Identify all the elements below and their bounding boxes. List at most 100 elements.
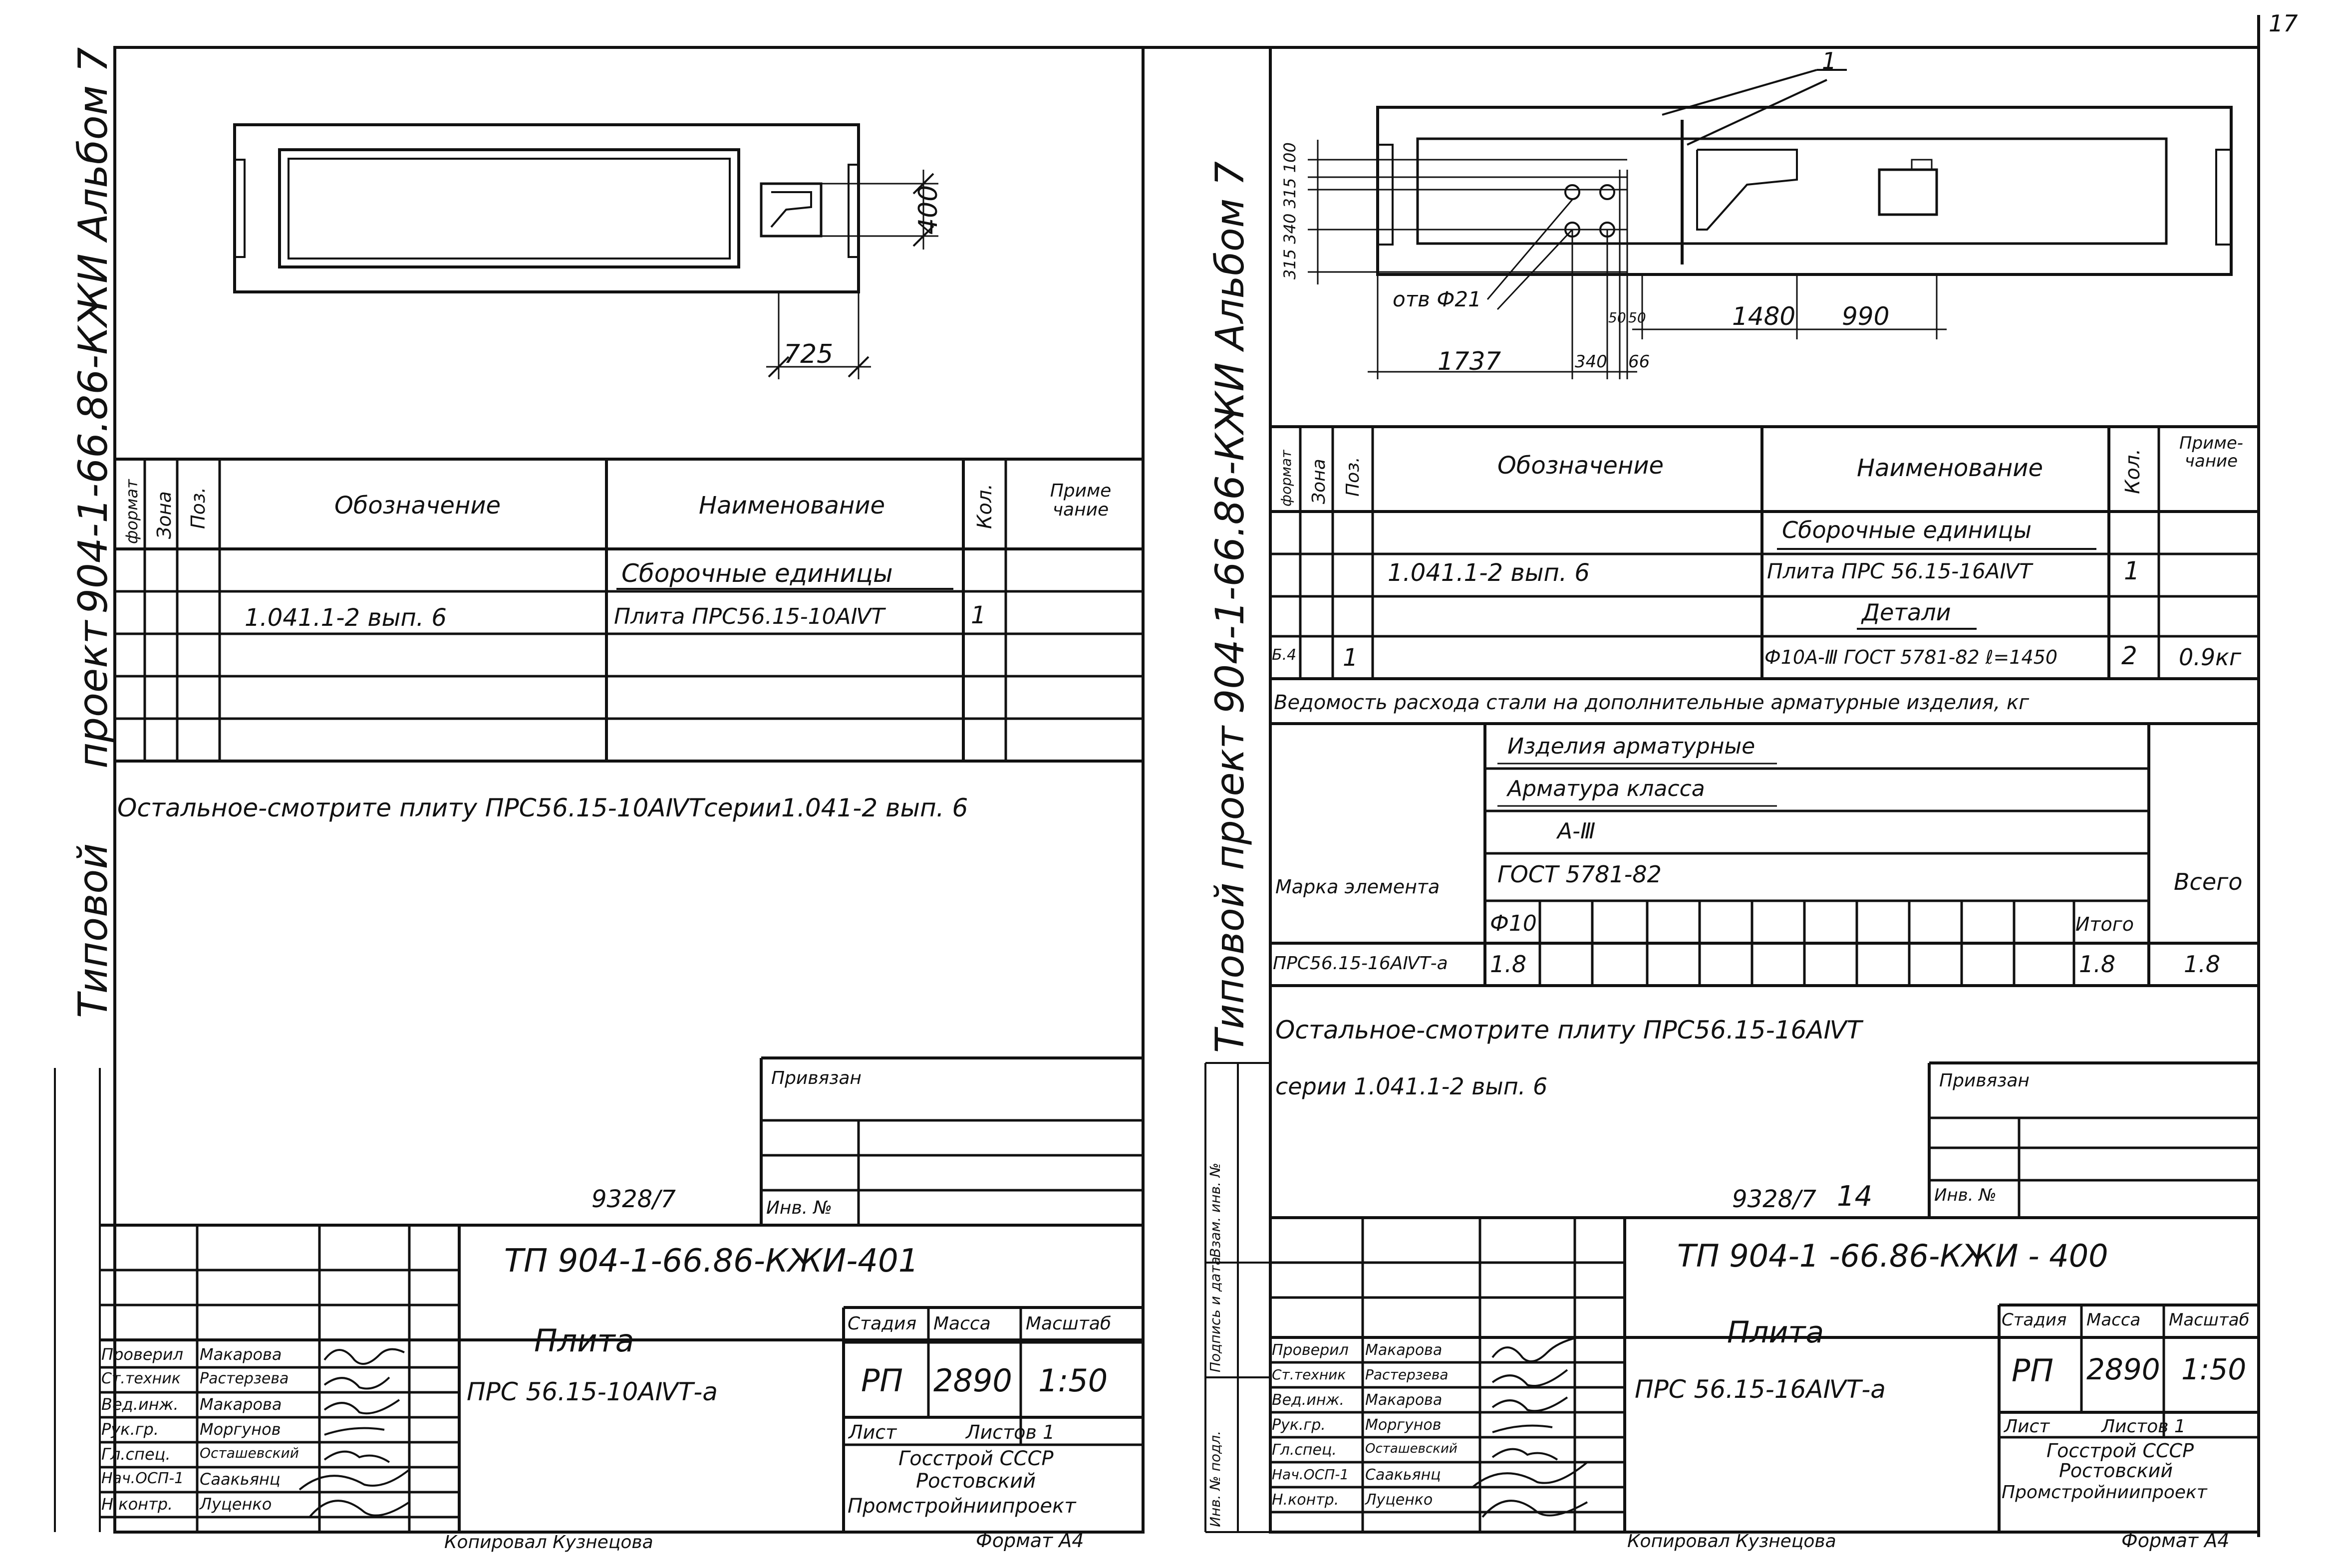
sig-name: Макарова	[1365, 1341, 1443, 1359]
dimension-66: 66	[1628, 352, 1650, 372]
steel-total-header: Всего	[2174, 868, 2243, 895]
leader-1-label: 1	[1822, 47, 1837, 74]
dimension-990: 990	[1842, 302, 1890, 331]
row2-note: 0.9кг	[2179, 644, 2242, 671]
sig-name: Макарова	[200, 1395, 282, 1414]
sig-name: Макарова	[200, 1345, 282, 1364]
steel-row-mark: ПРС56.15-16АⅣТ-а	[1273, 953, 1448, 974]
drawing-code: ТП 904-1-66.86-КЖИ-401	[504, 1243, 919, 1280]
archive-sheet: 14	[1837, 1180, 1873, 1213]
drawing-code: ТП 904-1 -66.86-КЖИ - 400	[1677, 1238, 2108, 1274]
left-note: Остальное-смотрите плиту ПРС56.15-10АⅣТс…	[117, 793, 968, 822]
org-line-1: Госстрой СССР	[2046, 1440, 2194, 1462]
steel-gost: ГОСТ 5781-82	[1497, 861, 1662, 888]
inv-label: Инв. №	[766, 1198, 833, 1218]
archive-number: 9328/7	[591, 1185, 676, 1213]
sig-role: Вед.инж.	[1272, 1391, 1344, 1409]
mass-value: 2890	[2086, 1352, 2160, 1386]
sig-role: Рук.гр.	[101, 1420, 159, 1439]
row2-pos: 1	[1343, 644, 1358, 672]
steel-mark-header: Марка элемента	[1275, 876, 1440, 898]
tied-label: Привязан	[771, 1068, 862, 1088]
page-number: 17	[2269, 10, 2298, 37]
sig-role: Нач.ОСП-1	[101, 1470, 184, 1487]
row2-format: Б.4	[1272, 646, 1297, 664]
sig-role: Проверил	[1272, 1341, 1349, 1359]
format-label: Формат А4	[976, 1530, 1084, 1552]
sheets-label: Листов 1	[2101, 1416, 2186, 1437]
row-designation: 1.041.1-2 вып. 6	[245, 604, 447, 632]
scale-header: Масштаб	[2169, 1310, 2250, 1330]
sig-name: Растерзева	[200, 1370, 289, 1387]
section-details: Детали	[1862, 599, 1951, 626]
stage-header: Стадия	[2002, 1310, 2067, 1330]
dimension-50a: 50	[1608, 309, 1626, 326]
archive-number: 9328/7	[1732, 1185, 1816, 1213]
sig-role: Гл.спец.	[101, 1445, 171, 1464]
sig-name: Луценко	[200, 1495, 272, 1514]
org-line-2: Ростовский	[2059, 1460, 2173, 1482]
section-assembly-units: Сборочные единицы	[1782, 517, 2032, 543]
sig-name: Саакьянц	[1365, 1466, 1441, 1484]
steel-group: Изделия арматурные	[1507, 734, 1755, 759]
sig-role: Нач.ОСП-1	[1272, 1466, 1349, 1483]
scale-value: 1:50	[1038, 1362, 1108, 1399]
org-line-3: Промстройниипроект	[2002, 1482, 2207, 1503]
sig-role: Гл.спец.	[1272, 1441, 1337, 1459]
dimension-1480: 1480	[1732, 302, 1796, 331]
org-line-2: Ростовский	[916, 1470, 1036, 1493]
col-designation-header: Обозначение	[334, 492, 501, 520]
sig-role: Ст.техник	[101, 1370, 181, 1387]
row1-name: Плита ПРС 56.15-16АⅣТ	[1767, 559, 2032, 583]
row-name: Плита ПРС56.15-10АⅣТ	[614, 604, 885, 629]
product-mark: ПРС 56.15-16АⅣТ-а	[1635, 1375, 1886, 1404]
sig-role: Проверил	[101, 1345, 184, 1364]
sig-role: Ст.техник	[1272, 1366, 1346, 1383]
product-title: Плита	[1727, 1315, 1824, 1350]
steel-row-d10: 1.8	[1490, 951, 1527, 978]
col-note-header: Приме чание	[1050, 481, 1112, 520]
mass-header: Масса	[933, 1313, 991, 1334]
mass-value: 2890	[933, 1362, 1012, 1399]
col-name-header: Наименование	[1857, 454, 2043, 482]
sig-name: Моргунов	[1365, 1416, 1442, 1434]
dimension-340: 340	[1575, 352, 1607, 372]
mass-header: Масса	[2086, 1310, 2141, 1330]
stage-header: Стадия	[848, 1313, 917, 1334]
format-label: Формат А4	[2121, 1530, 2230, 1552]
right-note-2: серии 1.041.1-2 вып. 6	[1275, 1073, 1548, 1100]
left-sheet-frame	[54, 46, 1145, 1534]
org-line-1: Госстрой СССР	[898, 1447, 1054, 1470]
sig-name: Луценко	[1365, 1491, 1433, 1509]
hole-label: отв Ф21	[1393, 287, 1481, 311]
sig-role: Н.контр.	[1272, 1491, 1339, 1509]
dimension-725: 725	[784, 339, 834, 369]
steel-diameter: Ф10	[1490, 911, 1537, 936]
sig-role: Вед.инж.	[101, 1395, 179, 1414]
sig-role: Н.контр.	[101, 1495, 173, 1514]
col-name-header: Наименование	[699, 492, 885, 520]
copied-by: Копировал Кузнецова	[1627, 1531, 1836, 1552]
row2-name: Ф10А-Ⅲ ГОСТ 5781-82 ℓ=1450	[1764, 646, 2058, 668]
row1-qty: 1	[2124, 556, 2140, 585]
section-assembly-units: Сборочные единицы	[621, 559, 893, 588]
steel-class: Арматура класса	[1507, 776, 1705, 801]
product-mark: ПРС 56.15-10АⅣТ-а	[467, 1377, 718, 1406]
col-note-header: Приме- чание	[2179, 433, 2244, 471]
sig-name: Осташевский	[200, 1445, 299, 1461]
sheet-label: Лист	[2004, 1416, 2050, 1437]
sig-name: Саакьянц	[200, 1470, 281, 1489]
scale-header: Масштаб	[1026, 1313, 1112, 1334]
steel-title: Ведомость расхода стали на дополнительны…	[1274, 691, 2030, 714]
dimension-1737: 1737	[1438, 347, 1501, 376]
steel-grade: А-Ⅲ	[1557, 818, 1596, 844]
sig-name: Моргунов	[200, 1420, 281, 1439]
row-qty: 1	[971, 601, 986, 629]
product-title: Плита	[534, 1322, 634, 1359]
tied-label: Привязан	[1939, 1070, 2030, 1091]
sig-name: Макарова	[1365, 1391, 1443, 1409]
steel-row-total: 1.8	[2184, 951, 2221, 978]
